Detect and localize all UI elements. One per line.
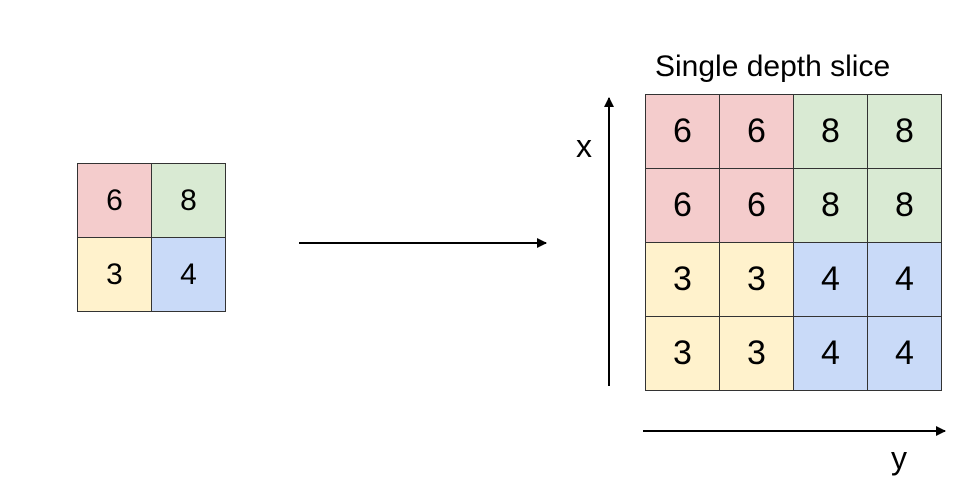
- x-axis-label: x: [576, 128, 592, 164]
- output-grid-cell: 6: [720, 169, 794, 243]
- output-grid-cell: 8: [868, 95, 942, 169]
- output-grid-cell: 3: [720, 243, 794, 317]
- output-title: Single depth slice: [655, 50, 891, 83]
- output-grid-cell: 3: [720, 317, 794, 391]
- output-grid-cell: 4: [794, 243, 868, 317]
- input-grid-cell: 3: [78, 238, 152, 312]
- input-grid-cell: 6: [78, 164, 152, 238]
- output-grid-cell: 4: [794, 317, 868, 391]
- output-grid-cell: 8: [794, 95, 868, 169]
- input-grid-cell: 8: [152, 164, 226, 238]
- output-grid-cell: 6: [646, 169, 720, 243]
- y-axis-label: y: [891, 440, 907, 476]
- input-grid-cell: 4: [152, 238, 226, 312]
- output-grid-cell: 3: [646, 243, 720, 317]
- output-grid-cell: 4: [868, 243, 942, 317]
- output-grid-cell: 8: [868, 169, 942, 243]
- output-grid-cell: 8: [794, 169, 868, 243]
- output-grid-cell: 3: [646, 317, 720, 391]
- output-grid-cell: 4: [868, 317, 942, 391]
- output-grid-cell: 6: [646, 95, 720, 169]
- output-grid-cell: 6: [720, 95, 794, 169]
